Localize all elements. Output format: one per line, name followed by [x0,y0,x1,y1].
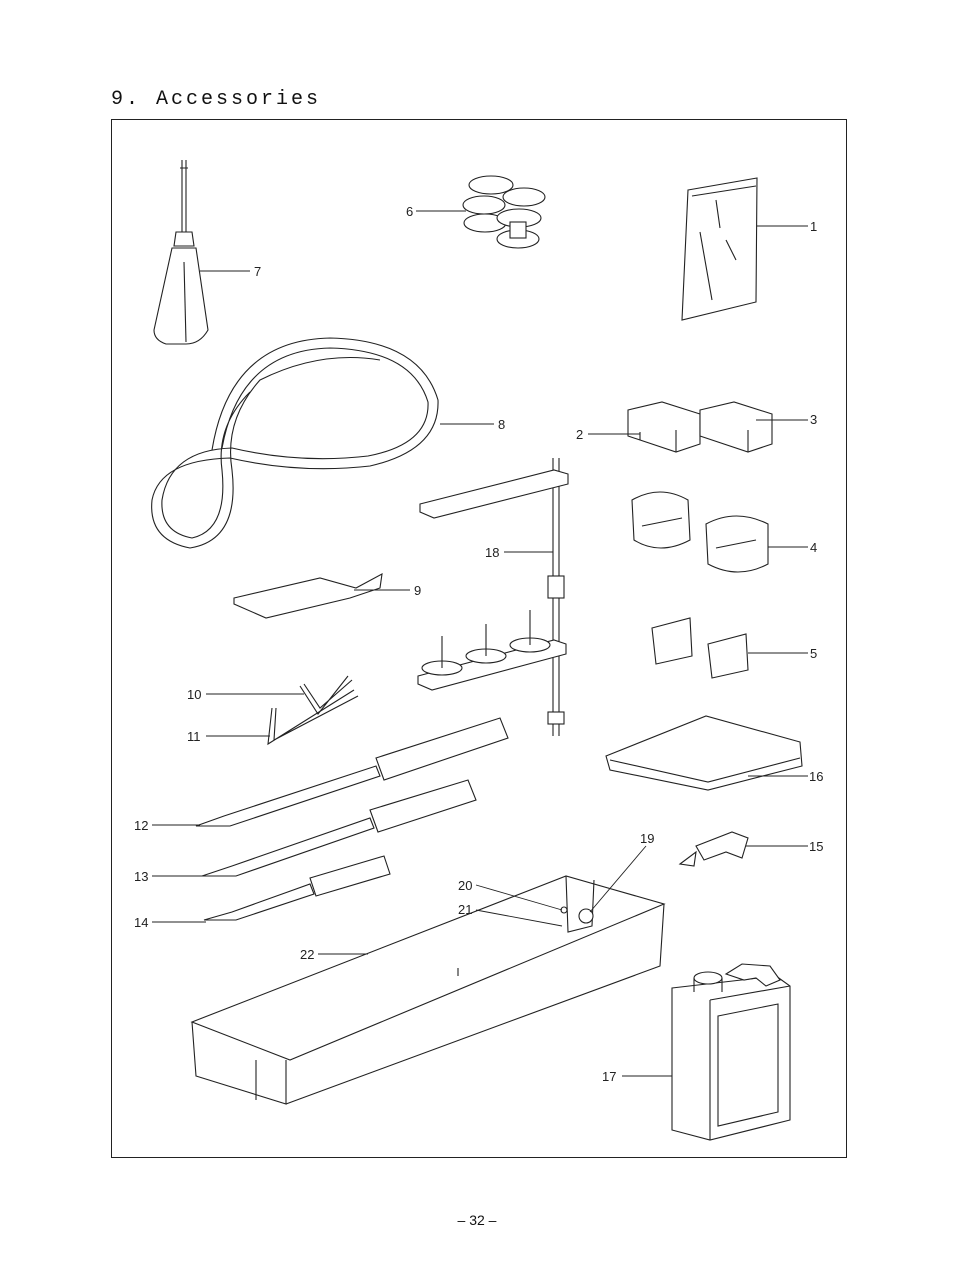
callout-9: 9 [414,583,421,598]
callout-4: 4 [810,540,817,555]
callout-21: 21 [458,902,472,917]
callout-6: 6 [406,204,413,219]
belt-drawing [151,337,439,549]
rubber-cushions-drawing [631,491,769,573]
callout-12: 12 [134,818,148,833]
callout-3: 3 [810,412,817,427]
callout-1: 1 [810,219,817,234]
callout-labels: 1 2 3 4 5 6 7 8 9 10 11 12 13 14 15 16 1… [134,204,823,1084]
callout-16: 16 [809,769,823,784]
callout-14: 14 [134,915,148,930]
callout-13: 13 [134,869,148,884]
callout-22: 22 [300,947,314,962]
plastic-bag-drawing [681,177,758,321]
callout-15: 15 [809,839,823,854]
callout-19: 19 [640,831,654,846]
oil-can-drawing [671,963,791,1141]
leader-lines [152,210,808,1077]
callout-2: 2 [576,427,583,442]
page-number: – 32 – [457,1212,497,1228]
callout-7: 7 [254,264,261,279]
callout-5: 5 [810,646,817,661]
thread-cutter-drawing [678,831,749,867]
callout-10: 10 [187,687,201,702]
callout-17: 17 [602,1069,616,1084]
hex-keys-drawing [267,675,359,746]
cover-cloth-drawing [605,715,803,791]
figure-frame [111,119,847,1158]
thread-stand-drawing [417,458,569,736]
callout-18: 18 [485,545,499,560]
callout-8: 8 [498,417,505,432]
callout-20: 20 [458,878,472,893]
brush-drawing [233,572,383,619]
oil-bottle-drawing [153,160,209,345]
small-cushions-drawing [651,617,749,679]
bobbins-drawing [462,175,546,249]
section-title: 9. Accessories [111,88,322,111]
screwdrivers-drawing [195,717,509,921]
oil-pan-drawing [190,875,666,1105]
clamps-drawing [627,401,773,453]
callout-11: 11 [187,729,201,744]
